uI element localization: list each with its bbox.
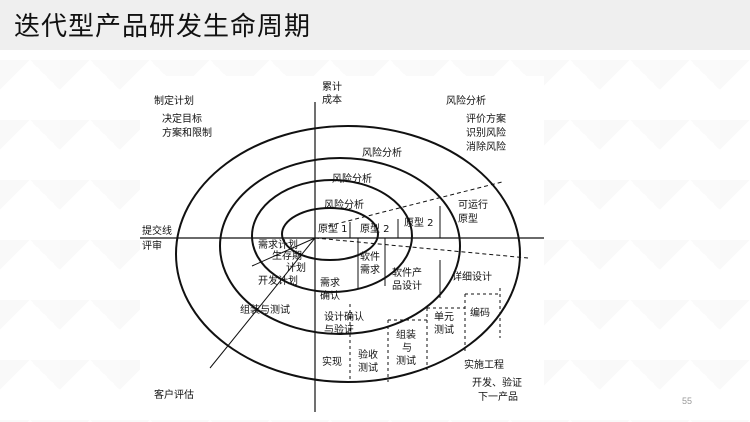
label-assembly-test-line2: 与 xyxy=(402,342,412,354)
label-unit-test-line1: 单元 xyxy=(434,311,454,323)
spiral-ring-second xyxy=(251,179,413,293)
label-requirement-plan: 需求计划 xyxy=(258,238,298,251)
label-req-confirm-line1: 需求 xyxy=(320,277,340,289)
quadrant-implement-line1: 开发、验证 xyxy=(472,376,522,389)
prototype-1: 原型 1 xyxy=(318,222,348,235)
axis-cost-line2: 成本 xyxy=(322,93,342,106)
page-number: 55 xyxy=(682,396,693,406)
risk-analysis-inner: 风险分析 xyxy=(324,198,364,211)
label-assembly-test-line3: 测试 xyxy=(396,354,416,367)
label-assembly-test-line1: 组装 xyxy=(396,328,416,341)
quadrant-risk-line2: 识别风险 xyxy=(466,126,506,139)
axis-cost-line1: 累计 xyxy=(322,80,342,93)
quadrant-implement-heading: 实施工程 xyxy=(464,358,504,371)
page-title: 迭代型产品研发生命周期 xyxy=(14,12,312,42)
label-accept-test-line1: 验收 xyxy=(358,348,378,361)
label-design-confirm-line2: 与验证 xyxy=(324,323,354,336)
risk-analysis-middle: 风险分析 xyxy=(332,172,372,185)
label-coding: 编码 xyxy=(470,306,490,319)
risk-analysis-outer: 风险分析 xyxy=(362,146,402,159)
label-design-confirm-line1: 设计确认 xyxy=(324,310,364,323)
spiral-ring-third xyxy=(219,157,461,335)
label-detail-design: 详细设计 xyxy=(452,270,492,283)
label-sw-design-line1: 软件产 xyxy=(392,266,422,279)
label-lifecycle-line2: 计划 xyxy=(286,261,306,274)
prototype-2: 原型 2 xyxy=(360,222,390,235)
label-software-req-line1: 软件 xyxy=(360,250,380,263)
quadrant-risk-line1: 评价方案 xyxy=(466,112,506,125)
diagonal-line-b xyxy=(251,237,316,267)
dashed-line-top xyxy=(327,181,503,227)
label-software-req-line2: 需求 xyxy=(360,264,380,276)
title-bar: 迭代型产品研发生命周期 xyxy=(0,0,750,50)
quadrant-risk-line3: 消除风险 xyxy=(466,140,506,153)
runnable-prototype-line1: 可运行 xyxy=(458,198,488,211)
label-implement: 实现 xyxy=(322,355,342,368)
label-accept-test-line2: 测试 xyxy=(358,361,378,374)
quadrant-plan-line1: 决定目标 xyxy=(162,112,202,125)
axis-review-line1: 提交线 xyxy=(142,224,172,237)
spiral-diagram: 累计 成本 提交线 评审 制定计划 决定目标 方案和限制 风险分析 评价方案 识… xyxy=(140,76,544,414)
quadrant-implement-line2: 下一产品 xyxy=(478,390,518,403)
spiral-ring-outer xyxy=(175,125,521,383)
prototype-3: 原型 2 xyxy=(404,216,434,229)
axis-review-line2: 评审 xyxy=(142,239,162,252)
label-lifecycle-line1: 生存期 xyxy=(272,249,302,262)
label-integration-test: 组装与测试 xyxy=(240,303,290,316)
label-unit-test-line2: 测试 xyxy=(434,323,454,336)
quadrant-risk-heading: 风险分析 xyxy=(446,94,486,107)
label-dev-plan: 开发计划 xyxy=(258,274,298,287)
spiral-ring-inner xyxy=(281,207,379,261)
runnable-prototype-line2: 原型 xyxy=(458,212,478,225)
diagonal-line-a xyxy=(209,237,316,369)
quadrant-plan-line2: 方案和限制 xyxy=(162,126,212,139)
dashed-line-bottom xyxy=(314,237,529,259)
quadrant-plan-heading: 制定计划 xyxy=(154,94,194,107)
spiral-svg: 累计 成本 提交线 评审 制定计划 决定目标 方案和限制 风险分析 评价方案 识… xyxy=(140,80,544,412)
quadrant-customer-eval: 客户评估 xyxy=(154,388,194,401)
label-sw-design-line2: 品设计 xyxy=(392,279,422,292)
stair-dashes xyxy=(349,288,501,382)
label-req-confirm-line2: 确认 xyxy=(320,289,340,302)
